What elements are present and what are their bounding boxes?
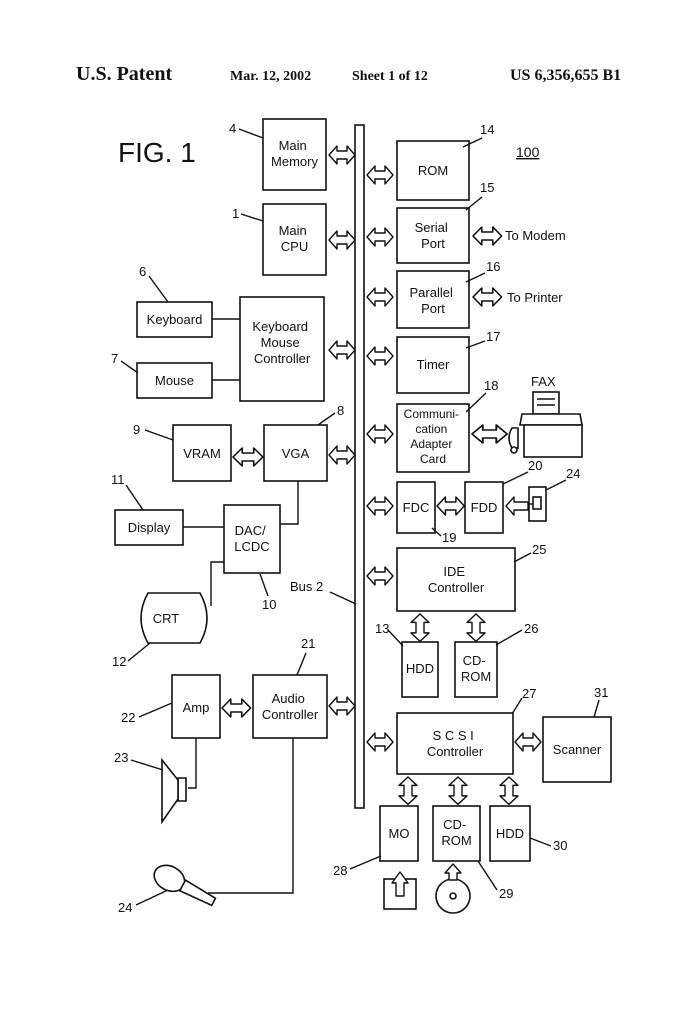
amp-label: Amp — [183, 700, 210, 715]
vram-vga-arrow — [233, 448, 263, 466]
microphone-icon — [150, 860, 220, 912]
scanner-label: Scanner — [553, 742, 602, 757]
ref-serial: 15 — [480, 180, 494, 195]
ref-dac: 10 — [262, 597, 276, 612]
optical-disc-icon — [436, 864, 470, 913]
timer-bus-arrow — [367, 347, 393, 365]
audio-bus-arrow — [329, 697, 355, 715]
ref-ide: 25 — [532, 542, 546, 557]
fdc-fdd-arrow — [437, 497, 464, 515]
ref-timer: 17 — [486, 329, 500, 344]
ref-fdd: 20 — [528, 458, 542, 473]
audio-mic-connector — [208, 738, 293, 893]
scsi-bus-arrow — [367, 733, 393, 751]
header-patent-number: US 6,356,655 B1 — [510, 67, 621, 84]
ref-parallel: 16 — [486, 259, 500, 274]
speaker-icon — [162, 760, 186, 822]
fax-machine-icon: FAX — [509, 374, 582, 457]
hdd-ide-label: HDD — [406, 661, 434, 676]
timer-label: Timer — [417, 357, 450, 372]
crt-label: CRT — [153, 611, 180, 626]
comm-fax-arrow — [472, 425, 507, 443]
ref-hdd-ide: 13 — [375, 621, 389, 636]
bus-label: Bus 2 — [290, 579, 323, 594]
header-date: Mar. 12, 2002 — [230, 69, 311, 84]
scsi-scanner-arrow — [515, 733, 541, 751]
ref-comm: 18 — [484, 378, 498, 393]
ref-floppy: 24 — [566, 466, 580, 481]
ref-audio-controller: 21 — [301, 636, 315, 651]
display-label: Display — [128, 520, 171, 535]
ref-scanner: 31 — [594, 685, 608, 700]
ref-speaker: 23 — [114, 750, 128, 765]
ref-cdrom-scsi: 29 — [499, 886, 513, 901]
scsi-mo-arrow — [399, 777, 417, 804]
vga-bus-arrow — [329, 446, 355, 464]
ref-display: 11 — [111, 472, 125, 487]
dac-crt-connector — [211, 562, 224, 606]
ref-amp: 22 — [121, 710, 135, 725]
header-sheet: Sheet 1 of 12 — [352, 69, 428, 84]
ref-mo: 28 — [333, 863, 347, 878]
dac-lcdc-label: DAC/ LCDC — [234, 523, 269, 554]
floppy-disk-icon — [529, 487, 546, 521]
ref-crt: 12 — [112, 654, 126, 669]
parallel-bus-arrow — [367, 288, 393, 306]
ide-hdd-arrow — [411, 614, 429, 641]
keyboard-mouse-controller-label: Keyboard Mouse Controller — [252, 319, 311, 366]
vga-dac-connector — [280, 481, 298, 524]
rom-label: ROM — [418, 163, 448, 178]
ide-bus-arrow — [367, 567, 393, 585]
fax-label: FAX — [531, 374, 556, 389]
kbd-ctrl-bus-arrow — [329, 341, 355, 359]
serial-modem-arrow — [473, 227, 502, 245]
comm-bus-arrow — [367, 425, 393, 443]
to-printer-label: To Printer — [507, 290, 563, 305]
scsi-controller-label: S C S I Controller — [427, 728, 484, 759]
fdc-bus-arrow — [367, 497, 393, 515]
to-modem-label: To Modem — [505, 228, 566, 243]
cdrom-ide-label: CD- ROM — [461, 653, 491, 684]
hdd-scsi-label: HDD — [496, 826, 524, 841]
vga-label: VGA — [282, 446, 310, 461]
mo-cartridge-icon — [384, 872, 416, 909]
scsi-hdd-arrow — [500, 777, 518, 804]
ref-scsi: 27 — [522, 686, 536, 701]
ref-vga: 8 — [337, 403, 344, 418]
keyboard-label: Keyboard — [147, 312, 203, 327]
vram-label: VRAM — [183, 446, 221, 461]
mo-label: MO — [389, 826, 410, 841]
ref-vram: 9 — [133, 422, 140, 437]
main-cpu-label: Main CPU — [279, 223, 311, 254]
mouse-label: Mouse — [155, 373, 194, 388]
ref-fdc: 19 — [442, 530, 456, 545]
parallel-printer-arrow — [473, 288, 502, 306]
ref-cdrom-ide: 26 — [524, 621, 538, 636]
serial-bus-arrow — [367, 228, 393, 246]
ref-main-cpu: 1 — [232, 206, 239, 221]
memory-bus-arrow — [329, 146, 355, 164]
ref-rom: 14 — [480, 122, 494, 137]
ref-microphone: 24 — [118, 900, 132, 915]
ref-keyboard: 6 — [139, 264, 146, 279]
ref-mouse: 7 — [111, 351, 118, 366]
cpu-bus-arrow — [329, 231, 355, 249]
ref-main-memory: 4 — [229, 121, 236, 136]
floppy-fdd-arrow — [506, 497, 528, 515]
figure-title: FIG. 1 — [118, 137, 196, 168]
rom-bus-arrow — [367, 166, 393, 184]
ide-cdrom-arrow — [467, 614, 485, 641]
amp-audio-arrow — [222, 699, 251, 717]
amp-speaker-connector — [188, 738, 196, 788]
fdc-label: FDC — [403, 500, 430, 515]
system-ref: 100 — [516, 144, 540, 160]
cdrom-scsi-label: CD- ROM — [441, 817, 471, 848]
header-title: U.S. Patent — [76, 63, 172, 85]
scsi-cdrom-arrow — [449, 777, 467, 804]
fdd-label: FDD — [471, 500, 498, 515]
bus-bar — [355, 125, 364, 808]
ref-hdd-scsi: 30 — [553, 838, 567, 853]
